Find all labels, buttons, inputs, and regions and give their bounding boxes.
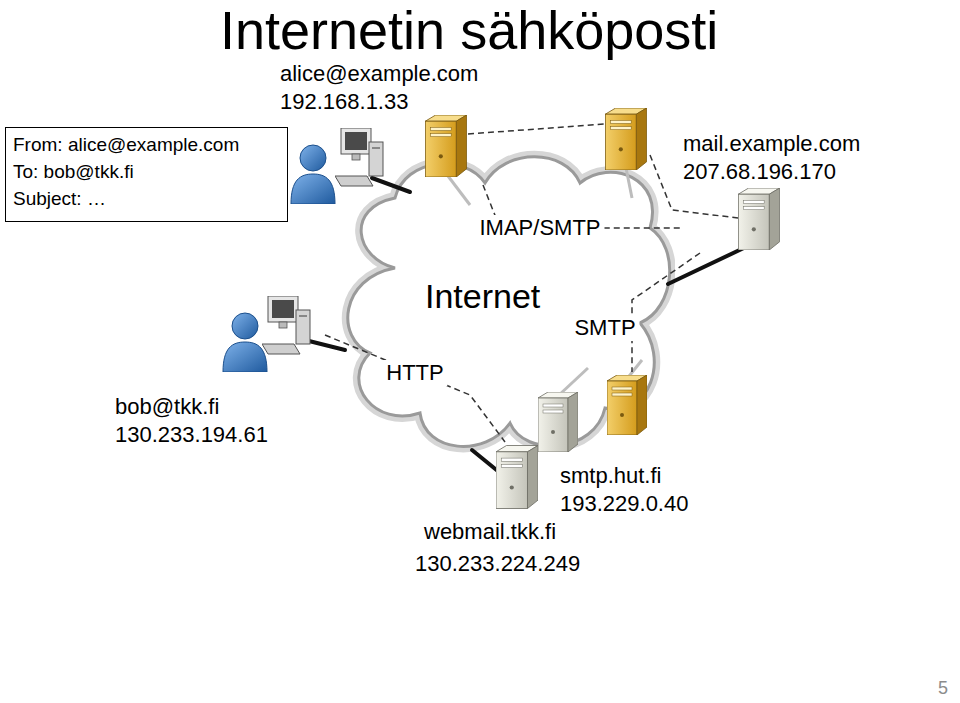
protocol-label: IMAP/SMTP: [475, 215, 604, 241]
address-label: bob@tkk.fi: [115, 393, 219, 420]
person-icon: [291, 145, 335, 204]
label-anchor: 5: [938, 678, 948, 698]
cloud-shape: [348, 157, 670, 447]
title: Internetin sähköposti: [220, 0, 718, 60]
page-number: 5: [938, 678, 948, 698]
address-label: webmail.tkk.fi: [424, 518, 556, 545]
computer-icon: [262, 296, 310, 354]
server-node: smtp.hut.fi193.229.0.40: [555, 372, 720, 522]
protocol-label: HTTP: [382, 360, 447, 386]
message-header: From: alice@example.comTo: bob@tkk.fiSub…: [5, 127, 288, 222]
title-anchor: Internetin sähköposti: [220, 0, 718, 60]
address-label: mail.example.com: [683, 130, 860, 157]
address-label: 192.168.1.33: [280, 88, 408, 115]
server-icon: [738, 188, 779, 250]
cloud-label: Internet: [425, 276, 540, 316]
header-line: To: bob@tkk.fi: [13, 158, 134, 185]
address-label: alice@example.com: [280, 60, 478, 87]
person-icon: [223, 313, 267, 372]
edge-label-anchor: IMAP/SMTP: [540, 228, 669, 254]
server-icon: [496, 446, 538, 509]
address-label: 207.68.196.170: [683, 158, 836, 185]
access-link: [668, 246, 748, 284]
host-node: bob@tkk.fi130.233.194.61: [110, 300, 325, 452]
address-label: smtp.hut.fi: [560, 462, 661, 489]
server-icon: [605, 108, 646, 170]
computer-icon: [335, 128, 383, 186]
edge-label-anchor: SMTP: [605, 328, 674, 354]
cloud-shadow: [348, 157, 670, 447]
address-label: 193.229.0.40: [560, 490, 688, 517]
address-label: 130.233.224.249: [415, 550, 580, 577]
protocol-label: SMTP: [570, 315, 639, 341]
dashed-link: [468, 124, 605, 134]
header-line: Subject: …: [13, 185, 106, 212]
address-label: 130.233.194.61: [115, 421, 268, 448]
access-link: [472, 450, 499, 472]
internet-cloud: Internet: [335, 148, 675, 463]
edge-label-anchor: HTTP: [415, 373, 480, 399]
header-line: From: alice@example.com: [13, 131, 239, 158]
access-link: [305, 340, 345, 350]
server-node: mail.example.com207.68.196.170: [680, 128, 880, 253]
